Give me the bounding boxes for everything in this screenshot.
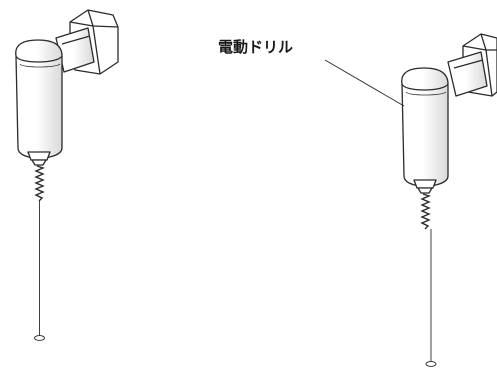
screw-bit-left xyxy=(34,165,45,202)
screw-bit-right xyxy=(420,193,431,230)
drill-icon xyxy=(401,33,497,194)
callout: 電動ドリル xyxy=(218,38,405,107)
callout-label: 電動ドリル xyxy=(218,38,293,56)
drill-icon xyxy=(15,9,119,166)
drill-left xyxy=(15,9,119,341)
drill-right xyxy=(401,33,497,367)
plumb-bob-left xyxy=(34,335,45,341)
plumb-bob-right xyxy=(425,361,437,367)
callout-leader-line xyxy=(324,59,405,107)
